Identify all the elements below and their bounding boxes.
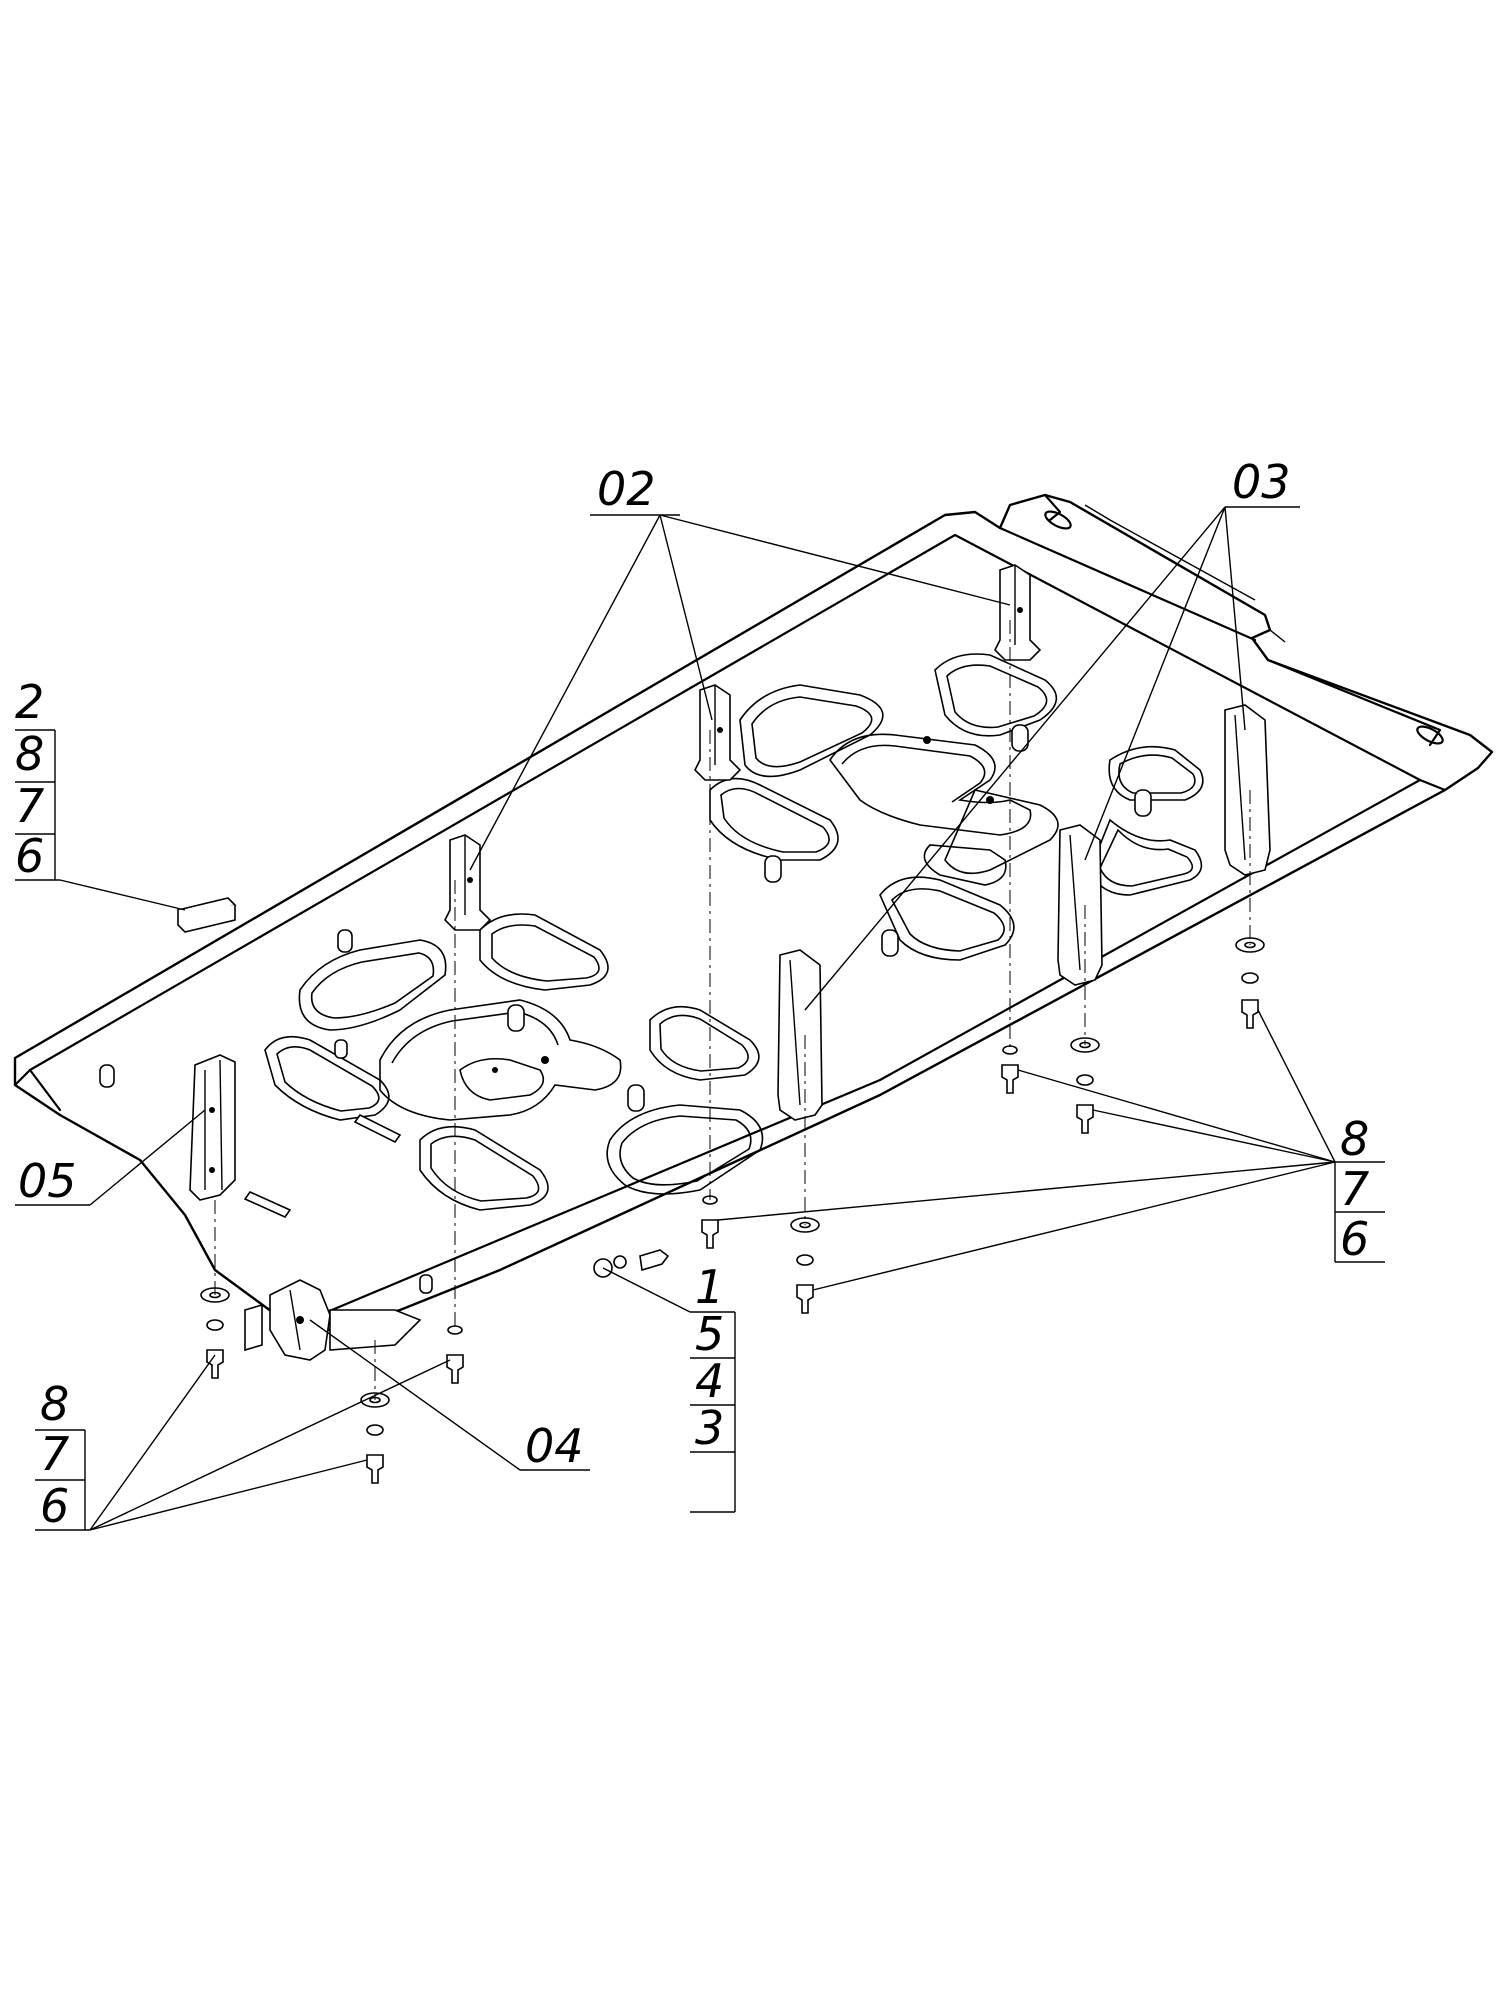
stack-bl-2: 6	[40, 1479, 69, 1533]
callout-stack-top-left: 2 8 7 6	[15, 675, 56, 883]
stack-bl-0: 8	[40, 1377, 69, 1431]
bracket-04	[244, 1279, 422, 1361]
leader-lines	[15, 506, 1385, 1531]
stack-r-1: 7	[1340, 1162, 1369, 1216]
stack-c-1: 5	[695, 1307, 724, 1361]
stack-c-3: 3	[695, 1401, 724, 1455]
ventilation-slots	[264, 653, 1204, 1211]
stack-tl-0: 2	[15, 675, 44, 729]
label-04: 04	[525, 1419, 584, 1473]
callout-stack-right: 8 7 6	[1334, 1112, 1385, 1266]
callout-03: 03	[1232, 455, 1291, 509]
callout-02: 02	[597, 462, 656, 516]
callout-stack-center: 1 5 4 3	[690, 1260, 736, 1513]
bracket-05	[189, 1054, 236, 1201]
label-02: 02	[597, 462, 656, 516]
bracket-02	[444, 564, 1042, 931]
bracket-03	[777, 704, 1271, 1121]
stack-bl-1: 7	[40, 1427, 69, 1481]
stack-tl-2: 7	[15, 779, 44, 833]
callout-04: 04	[525, 1419, 584, 1473]
stack-c-2: 4	[695, 1354, 724, 1408]
part-2-plate	[176, 897, 237, 933]
stack-tl-3: 6	[15, 829, 44, 883]
label-03: 03	[1232, 455, 1291, 509]
stack-c-0: 1	[695, 1260, 724, 1314]
mount-holes	[99, 724, 1152, 1294]
stack-r-0: 8	[1340, 1112, 1369, 1166]
skid-plate	[13, 493, 1494, 1332]
callout-05: 05	[18, 1154, 77, 1208]
axis-lines	[214, 620, 1251, 1400]
label-05: 05	[18, 1154, 77, 1208]
callout-stack-bottom-left: 8 7 6	[35, 1377, 86, 1533]
stack-r-2: 6	[1340, 1212, 1369, 1266]
stack-tl-1: 8	[15, 727, 44, 781]
